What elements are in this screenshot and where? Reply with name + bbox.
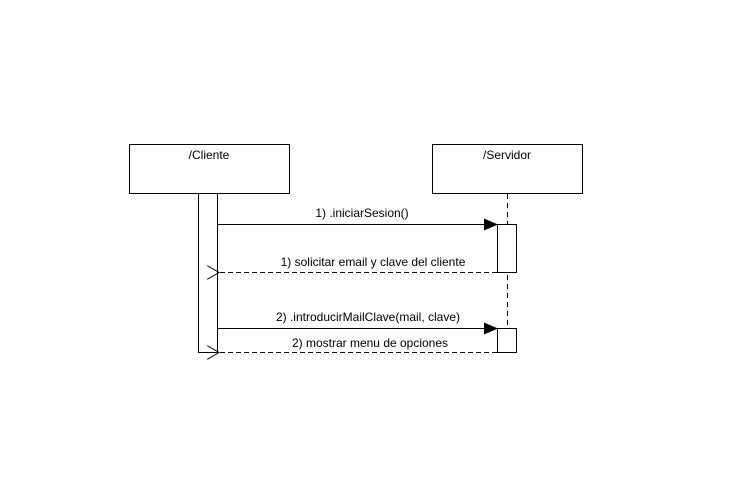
- message-label: 1) solicitar email y clave del cliente: [281, 255, 466, 269]
- message-label: 1) .iniciarSesion(): [315, 206, 408, 220]
- message-1-iniciar-sesion[interactable]: 1) .iniciarSesion(): [218, 206, 498, 231]
- lifeline-cliente-label: /Cliente: [189, 148, 230, 162]
- activation-bar-servidor-2: [497, 328, 517, 353]
- message-3-introducir-mail-clave[interactable]: 2) .introducirMailClave(mail, clave): [218, 310, 498, 335]
- lifeline-cliente: /Cliente: [129, 144, 290, 353]
- lifeline-servidor: /Servidor: [432, 144, 583, 353]
- message-label: 2) .introducirMailClave(mail, clave): [276, 310, 460, 324]
- lifeline-servidor-label: /Servidor: [483, 148, 531, 162]
- lifeline-servidor-head[interactable]: [432, 144, 583, 194]
- message-2-solicitar-email[interactable]: 1) solicitar email y clave del cliente: [219, 255, 497, 273]
- activation-bar-cliente: [198, 193, 218, 353]
- activation-bar-servidor-1: [497, 224, 517, 273]
- message-label: 2) mostrar menu de opciones: [292, 336, 448, 350]
- lifeline-cliente-head[interactable]: [129, 144, 290, 194]
- message-4-mostrar-menu[interactable]: 2) mostrar menu de opciones: [219, 336, 497, 353]
